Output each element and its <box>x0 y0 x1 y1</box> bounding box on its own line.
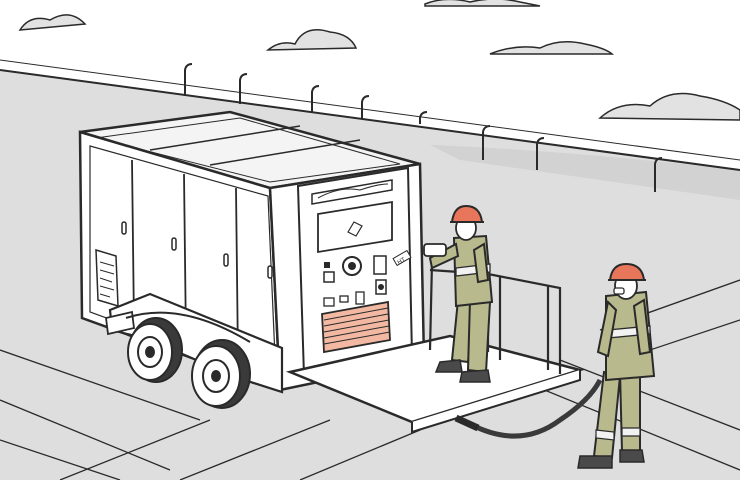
cloud <box>424 0 541 7</box>
panel-tag: HT <box>392 249 412 266</box>
grille-slats <box>323 307 391 345</box>
indicator-light <box>324 262 330 268</box>
distant-grass <box>430 145 740 200</box>
door-handle <box>267 265 273 279</box>
cloud <box>18 14 87 31</box>
lever-switch <box>373 255 387 275</box>
reflective-stripe <box>621 427 641 437</box>
trailer-wheel <box>191 339 251 409</box>
display-logo-icon <box>347 221 363 237</box>
reflective-stripe <box>595 429 615 441</box>
trailer-wheel <box>127 317 183 383</box>
face-mask <box>613 287 625 295</box>
boot <box>459 369 491 383</box>
cloud <box>598 92 740 121</box>
connector-port <box>339 295 349 303</box>
heater-grille <box>321 300 391 354</box>
hose-coupling <box>454 414 480 432</box>
info-placard <box>95 248 119 308</box>
hard-hat <box>450 204 484 223</box>
boot <box>619 449 645 463</box>
worker-operator <box>423 204 494 383</box>
perimeter-fence <box>0 59 740 192</box>
fuel-hose <box>468 378 603 439</box>
cloud <box>265 29 358 51</box>
boot <box>434 359 463 373</box>
ground-markings <box>0 279 740 481</box>
connector-port <box>323 297 335 307</box>
hard-hat <box>608 262 646 281</box>
connector-port <box>355 291 365 305</box>
cloud <box>489 41 615 55</box>
door-handle <box>171 237 177 251</box>
panel-tag-label: HT <box>397 257 407 266</box>
worker-fueler <box>577 262 656 469</box>
switch-button <box>323 271 335 283</box>
handheld-device <box>423 243 447 257</box>
door-handle <box>223 253 229 267</box>
door-handle <box>121 221 127 235</box>
boot <box>577 455 613 469</box>
heater-trailer: HT <box>78 110 426 409</box>
